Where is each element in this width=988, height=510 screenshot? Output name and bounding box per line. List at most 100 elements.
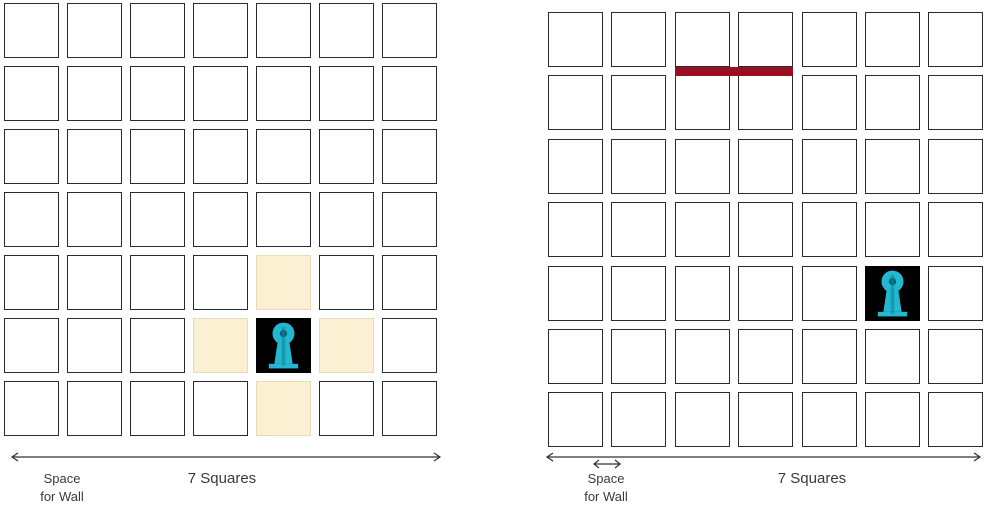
board-square[interactable] (548, 392, 603, 448)
board-square[interactable] (801, 265, 857, 321)
board-square[interactable] (67, 3, 122, 58)
valid-move-square[interactable] (319, 318, 374, 373)
board-square[interactable] (193, 192, 248, 247)
board-square[interactable] (674, 138, 730, 194)
board-square[interactable] (4, 318, 59, 373)
board-square[interactable] (738, 329, 794, 384)
board-square[interactable] (738, 12, 794, 67)
board-square[interactable] (382, 192, 437, 247)
left-board-width-arrow (10, 451, 442, 463)
board-square[interactable] (738, 392, 794, 448)
keyhole-pawn-icon[interactable] (865, 265, 920, 321)
board-square[interactable] (319, 129, 374, 184)
board-square[interactable] (130, 66, 185, 121)
board-square[interactable] (130, 3, 185, 58)
board-square[interactable] (865, 329, 920, 384)
board-square[interactable] (256, 3, 311, 58)
valid-move-square[interactable] (256, 381, 311, 436)
board-square[interactable] (319, 66, 374, 121)
board-square[interactable] (928, 329, 984, 384)
board-square[interactable] (130, 192, 185, 247)
board-square[interactable] (801, 329, 857, 384)
board-square[interactable] (4, 255, 59, 310)
board-square[interactable] (193, 66, 248, 121)
board-square[interactable] (67, 66, 122, 121)
board-square[interactable] (256, 129, 311, 184)
board-square[interactable] (674, 265, 730, 321)
board-square[interactable] (256, 192, 311, 247)
board-square[interactable] (67, 192, 122, 247)
keyhole-pawn-icon[interactable] (256, 318, 311, 373)
board-square[interactable] (674, 75, 730, 131)
board-square[interactable] (193, 129, 248, 184)
board-square[interactable] (130, 129, 185, 184)
wall-barrier (674, 66, 794, 76)
board-square[interactable] (674, 329, 730, 384)
board-square[interactable] (865, 202, 920, 258)
board-square[interactable] (611, 202, 667, 258)
board-square[interactable] (130, 318, 185, 373)
board-square[interactable] (4, 66, 59, 121)
board-square[interactable] (738, 138, 794, 194)
board-square[interactable] (865, 12, 920, 67)
board-square[interactable] (548, 329, 603, 384)
board-square[interactable] (193, 381, 248, 436)
board-square[interactable] (611, 138, 667, 194)
board-square[interactable] (4, 129, 59, 184)
board-square[interactable] (801, 138, 857, 194)
board-square[interactable] (319, 192, 374, 247)
board-square[interactable] (4, 381, 59, 436)
board-square[interactable] (130, 255, 185, 310)
board-square[interactable] (928, 392, 984, 448)
board-square[interactable] (67, 255, 122, 310)
board-square[interactable] (130, 381, 185, 436)
board-square[interactable] (382, 318, 437, 373)
board-square[interactable] (928, 265, 984, 321)
board-square[interactable] (67, 318, 122, 373)
board-square[interactable] (865, 392, 920, 448)
board-square[interactable] (611, 392, 667, 448)
board-square[interactable] (548, 75, 603, 131)
board-square[interactable] (865, 138, 920, 194)
board-square[interactable] (67, 129, 122, 184)
board-square[interactable] (738, 202, 794, 258)
board-square[interactable] (674, 202, 730, 258)
board-square[interactable] (928, 12, 984, 67)
board-square[interactable] (865, 75, 920, 131)
board-square[interactable] (801, 392, 857, 448)
board-square[interactable] (928, 75, 984, 131)
valid-move-square[interactable] (193, 318, 248, 373)
board-square[interactable] (382, 381, 437, 436)
board-square[interactable] (611, 12, 667, 67)
board-square[interactable] (611, 265, 667, 321)
board-square[interactable] (193, 255, 248, 310)
board-square[interactable] (548, 138, 603, 194)
board-square[interactable] (382, 129, 437, 184)
board-square[interactable] (67, 381, 122, 436)
board-square[interactable] (674, 392, 730, 448)
board-square[interactable] (611, 329, 667, 384)
board-square[interactable] (319, 3, 374, 58)
board-square[interactable] (738, 265, 794, 321)
board-square[interactable] (319, 381, 374, 436)
board-square[interactable] (382, 255, 437, 310)
board-square[interactable] (674, 12, 730, 67)
board-square[interactable] (193, 3, 248, 58)
valid-move-square[interactable] (256, 255, 311, 310)
board-square[interactable] (256, 66, 311, 121)
board-square[interactable] (548, 12, 603, 67)
board-square[interactable] (801, 12, 857, 67)
board-square[interactable] (928, 138, 984, 194)
board-square[interactable] (738, 75, 794, 131)
board-square[interactable] (4, 3, 59, 58)
board-square[interactable] (548, 202, 603, 258)
board-square[interactable] (382, 3, 437, 58)
board-square[interactable] (319, 255, 374, 310)
board-square[interactable] (801, 75, 857, 131)
board-square[interactable] (928, 202, 984, 258)
board-square[interactable] (801, 202, 857, 258)
board-square[interactable] (611, 75, 667, 131)
board-square[interactable] (548, 265, 603, 321)
board-square[interactable] (382, 66, 437, 121)
board-square[interactable] (4, 192, 59, 247)
